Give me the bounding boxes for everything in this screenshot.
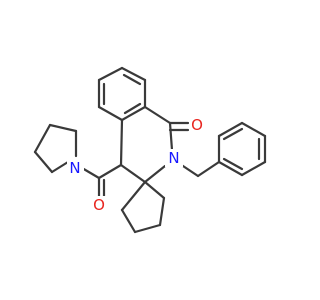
bond — [120, 105, 147, 122]
bond — [119, 163, 147, 184]
nitrogen-label: N — [69, 159, 80, 177]
molecule-structure: O N N O — [33, 66, 267, 234]
bond — [222, 157, 244, 171]
bond — [217, 121, 244, 138]
bond — [80, 166, 101, 180]
bond — [168, 121, 174, 152]
bond — [119, 118, 124, 167]
bond — [143, 105, 172, 125]
bond — [123, 102, 142, 115]
bond — [120, 208, 137, 234]
bond — [120, 66, 147, 82]
bond — [97, 163, 123, 180]
molecule-canvas: O N N O — [33, 66, 267, 234]
bond — [133, 223, 162, 234]
bond — [240, 160, 267, 177]
bond — [97, 105, 124, 122]
bond — [143, 180, 166, 200]
bond — [158, 196, 166, 227]
atom-labels: O N N O — [67, 115, 207, 214]
bond — [122, 73, 142, 86]
bond — [222, 127, 244, 141]
bond — [33, 123, 52, 154]
bond — [196, 160, 221, 178]
bond — [143, 164, 167, 184]
oxygen-label: O — [93, 196, 105, 214]
bond — [50, 160, 70, 174]
bond — [240, 121, 267, 138]
bond — [33, 150, 54, 174]
bonds — [33, 66, 267, 234]
oxygen-label: O — [191, 116, 203, 134]
bond — [217, 160, 244, 177]
bond — [120, 180, 147, 212]
bond — [97, 66, 124, 82]
bond — [48, 123, 78, 133]
nitrogen-label: N — [168, 149, 179, 167]
